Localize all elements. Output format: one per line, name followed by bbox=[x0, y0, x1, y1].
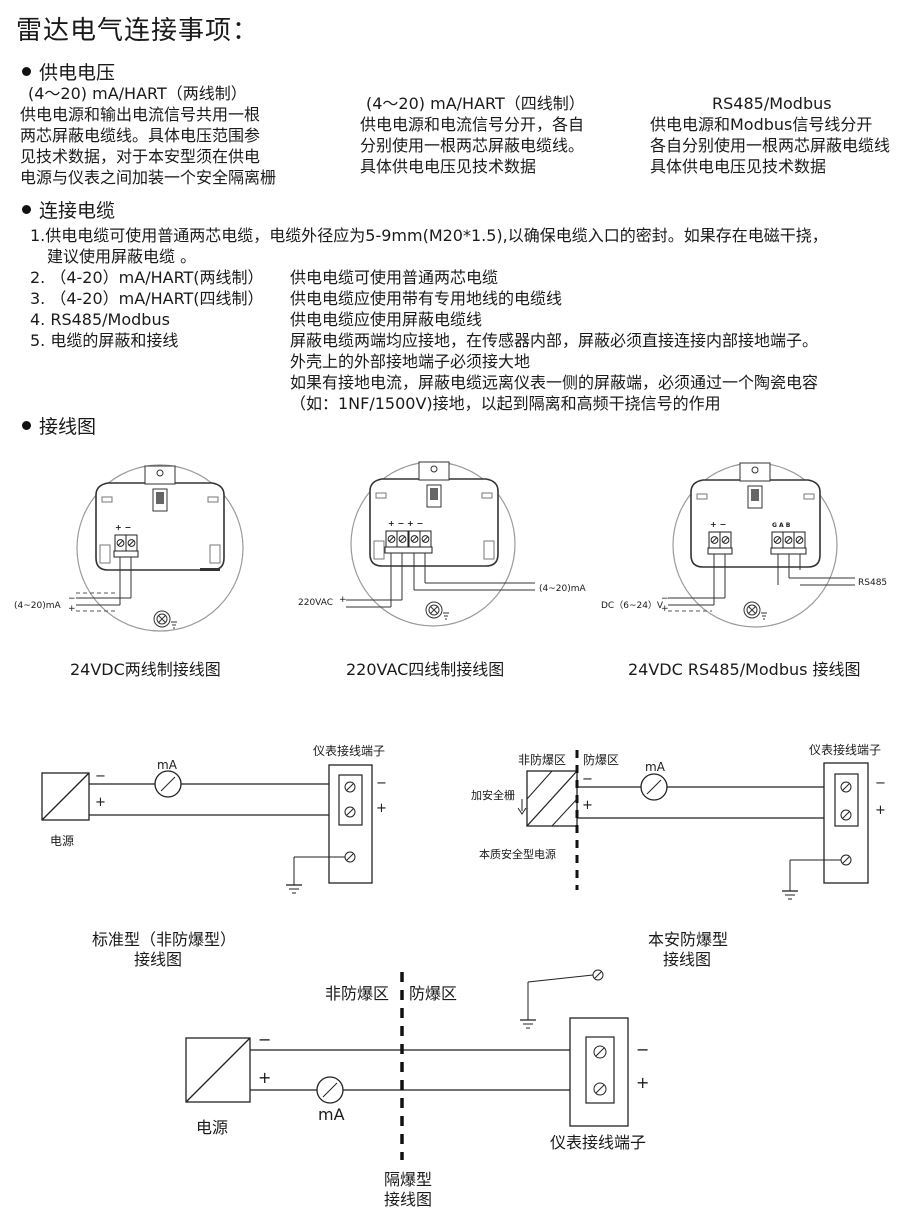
standard-terminal-minus: − bbox=[376, 776, 387, 791]
two-wire-title: (4～20) mA/HART（两线制） bbox=[28, 84, 247, 103]
two-wire-signal-label: (4~20)mA bbox=[14, 601, 61, 611]
intrinsic-source-label: 本质安全型电源 bbox=[479, 848, 556, 861]
cable-heading: 连接电缆 bbox=[22, 196, 115, 223]
cable-item-text: 屏蔽电缆两端均应接地，在传感器内部，屏蔽必须直接连接内部接地端子。 bbox=[290, 331, 819, 350]
schematic-standard bbox=[41, 764, 373, 894]
two-wire-line: 见技术数据，对于本安型须在供电 bbox=[20, 147, 261, 166]
cable-item-text: 供电电缆应使用带有专用地线的电缆线 bbox=[290, 289, 563, 308]
shield-note: （如：1NF/1500V)接地，以起到隔离和高频干挠信号的作用 bbox=[290, 394, 721, 413]
bullet-icon bbox=[22, 205, 31, 214]
four-wire-line: 供电电源和电流信号分开，各自 bbox=[360, 115, 585, 134]
shield-note: 外壳上的外部接地端子必须接大地 bbox=[290, 352, 531, 371]
standard-plus: + bbox=[95, 795, 106, 810]
standard-power-label: 电源 bbox=[50, 834, 75, 848]
standard-terminal-plus: + bbox=[376, 801, 387, 816]
rs485-block: RS485/Modbus 供电电源和Modbus信号线分开 各自分别使用一根两芯… bbox=[650, 93, 890, 177]
wiring-heading: 接线图 bbox=[22, 412, 96, 439]
housing-diagram-two-wire: + − − + bbox=[68, 464, 244, 632]
svg-text:−: − bbox=[661, 594, 669, 604]
standard-terminal-label: 仪表接线端子 bbox=[313, 744, 386, 758]
two-wire-line: 供电电源和输出电流信号共用一根 bbox=[20, 105, 261, 124]
svg-text:+: + bbox=[661, 604, 669, 614]
two-wire-line: 电源与仪表之间加装一个安全隔离栅 bbox=[20, 168, 277, 187]
rs485-line: 供电电源和Modbus信号线分开 bbox=[650, 115, 873, 134]
rs485-line: 具体供电电压见技术数据 bbox=[650, 157, 827, 176]
svg-text:−: − bbox=[68, 594, 76, 604]
housing-diagram-four-wire: + − + − + bbox=[339, 461, 535, 627]
intrinsic-meter-label: mA bbox=[645, 760, 665, 774]
flameproof-terminal-label: 仪表接线端子 bbox=[550, 1133, 647, 1152]
schematic-intrinsic bbox=[517, 750, 869, 900]
standard-caption-sub: 接线图 bbox=[134, 950, 183, 969]
flameproof-terminal-plus: + bbox=[636, 1073, 650, 1092]
rs485-title: RS485/Modbus bbox=[712, 94, 832, 113]
svg-text:+: + bbox=[68, 604, 76, 614]
cable-item-text: 供电电缆可使用普通两芯电缆 bbox=[290, 268, 499, 287]
standard-meter-label: mA bbox=[157, 758, 177, 772]
intrinsic-barrier-label: 加安全栅 bbox=[471, 789, 515, 802]
intrinsic-caption: 本安防爆型 bbox=[648, 930, 729, 949]
four-wire-line: 具体供电电压见技术数据 bbox=[360, 157, 537, 176]
rs485-terminal-labels: G A B bbox=[772, 522, 791, 529]
page-title: 雷达电气连接事项： bbox=[16, 16, 260, 46]
intrinsic-zone-safe: 非防爆区 bbox=[518, 753, 567, 767]
standard-caption: 标准型（非防爆型） bbox=[92, 930, 237, 949]
diagram-caption: 220VAC四线制接线图 bbox=[346, 660, 505, 679]
intrinsic-plus: + bbox=[582, 798, 593, 813]
intrinsic-terminal-label: 仪表接线端子 bbox=[809, 743, 882, 757]
flameproof-caption-sub: 接线图 bbox=[384, 1190, 433, 1209]
housing-diagram-rs485: + − − + bbox=[661, 462, 855, 628]
two-wire-line: 两芯屏蔽电缆线。具体电压范围参 bbox=[20, 126, 261, 145]
diagram-caption: 24VDC两线制接线图 bbox=[70, 660, 221, 679]
two-wire-block: (4～20) mA/HART（两线制） 供电电源和输出电流信号共用一根 两芯屏蔽… bbox=[20, 83, 276, 188]
cable-item-1-cont: 建议使用屏蔽电缆 。 bbox=[47, 247, 197, 266]
flameproof-power-label: 电源 bbox=[196, 1118, 229, 1137]
shield-note: 如果有接地电流，屏蔽电缆远离仪表一侧的屏蔽端，必须通过一个陶瓷电容 bbox=[290, 373, 819, 392]
intrinsic-zone-ex: 防爆区 bbox=[583, 753, 620, 767]
four-wire-power-label: 220VAC bbox=[298, 598, 334, 608]
four-wire-line: 分别使用一根两芯屏蔽电缆线。 bbox=[360, 136, 585, 155]
flameproof-terminal-minus: − bbox=[636, 1040, 650, 1059]
power-heading: 供电电压 bbox=[22, 58, 115, 85]
cable-item-label: 5. 电缆的屏蔽和接线 bbox=[30, 331, 179, 350]
cable-item-label: 3. （4-20）mA/HART(四线制） bbox=[30, 289, 264, 308]
four-wire-block: (4～20) mA/HART（四线制） 供电电源和电流信号分开，各自 分别使用一… bbox=[360, 93, 585, 177]
cable-item-label: 2. （4-20）mA/HART(两线制） bbox=[30, 268, 264, 287]
intrinsic-minus: − bbox=[582, 772, 593, 787]
flameproof-minus: − bbox=[258, 1030, 272, 1049]
flameproof-meter-label: mA bbox=[318, 1105, 345, 1124]
svg-text:+ − + −: + − + − bbox=[388, 519, 423, 528]
cable-item-label: 4. RS485/Modbus bbox=[30, 310, 170, 329]
flameproof-zone-ex: 防爆区 bbox=[409, 984, 458, 1003]
intrinsic-terminal-minus: − bbox=[875, 776, 886, 791]
cable-item-text: 供电电缆应使用屏蔽电缆线 bbox=[290, 310, 483, 329]
cable-item-1: 1.供电电缆可使用普通两芯电缆，电缆外径应为5-9mm(M20*1.5),以确保… bbox=[30, 226, 828, 245]
four-wire-title: (4～20) mA/HART（四线制） bbox=[366, 94, 585, 113]
svg-text:+ −: + − bbox=[710, 520, 726, 529]
intrinsic-caption-sub: 接线图 bbox=[663, 950, 712, 969]
standard-minus: − bbox=[95, 769, 106, 784]
bullet-icon bbox=[22, 421, 31, 430]
bullet-icon bbox=[22, 67, 31, 76]
rs485-line: 各自分别使用一根两芯屏蔽电缆线 bbox=[650, 136, 891, 155]
rs485-power-label: DC（6~24）V bbox=[601, 601, 664, 611]
svg-text:+: + bbox=[339, 595, 347, 605]
intrinsic-terminal-plus: + bbox=[875, 803, 886, 818]
schematic-flameproof bbox=[185, 969, 629, 1160]
four-wire-signal-label: (4~20)mA bbox=[539, 584, 586, 594]
diagram-caption: 24VDC RS485/Modbus 接线图 bbox=[628, 660, 861, 679]
flameproof-plus: + bbox=[258, 1068, 272, 1087]
flameproof-caption: 隔爆型 bbox=[384, 1170, 433, 1189]
svg-text:+ −: + − bbox=[115, 523, 131, 532]
flameproof-zone-safe: 非防爆区 bbox=[325, 984, 390, 1003]
rs485-signal-label: RS485 bbox=[858, 578, 888, 588]
